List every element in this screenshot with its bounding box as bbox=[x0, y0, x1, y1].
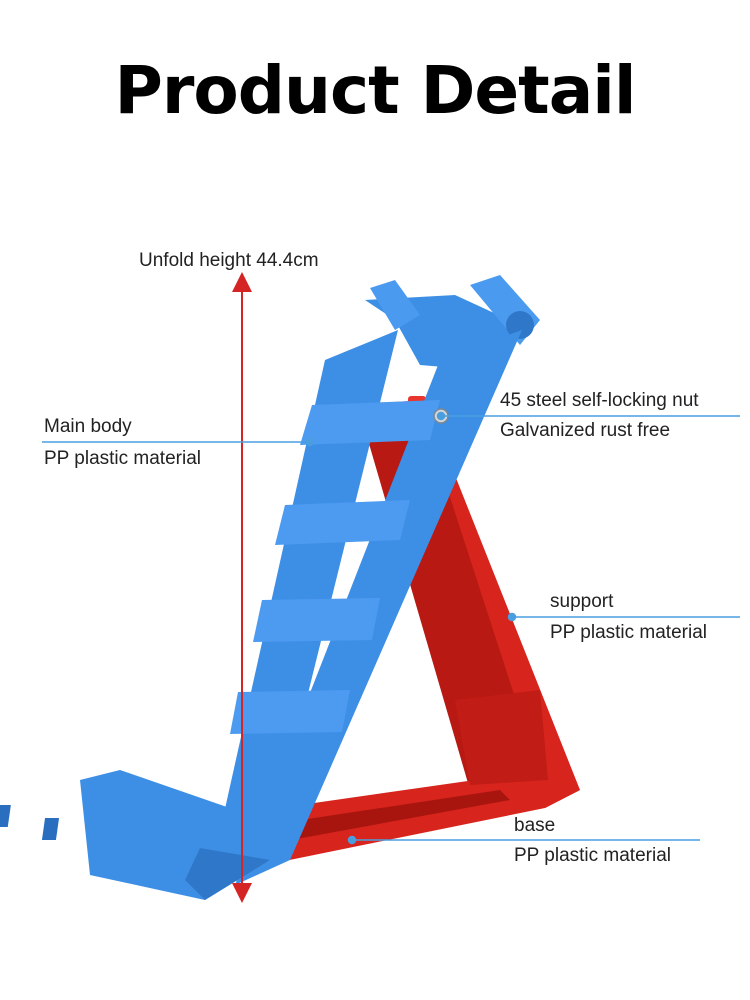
support-label: support bbox=[550, 591, 614, 612]
unfold-height-label: Unfold height 44.4cm bbox=[139, 250, 319, 271]
nut-material: Galvanized rust free bbox=[500, 420, 671, 441]
main-body-label: Main body bbox=[44, 416, 132, 437]
base-material: PP plastic material bbox=[514, 845, 671, 866]
main-body-frame bbox=[0, 275, 540, 900]
base-label: base bbox=[514, 815, 556, 836]
support-material: PP plastic material bbox=[550, 622, 707, 643]
page-title: Product Detail bbox=[114, 52, 636, 129]
nut-label: 45 steel self-locking nut bbox=[500, 390, 699, 411]
callout-lines bbox=[42, 411, 740, 845]
main-body-material: PP plastic material bbox=[44, 448, 201, 469]
